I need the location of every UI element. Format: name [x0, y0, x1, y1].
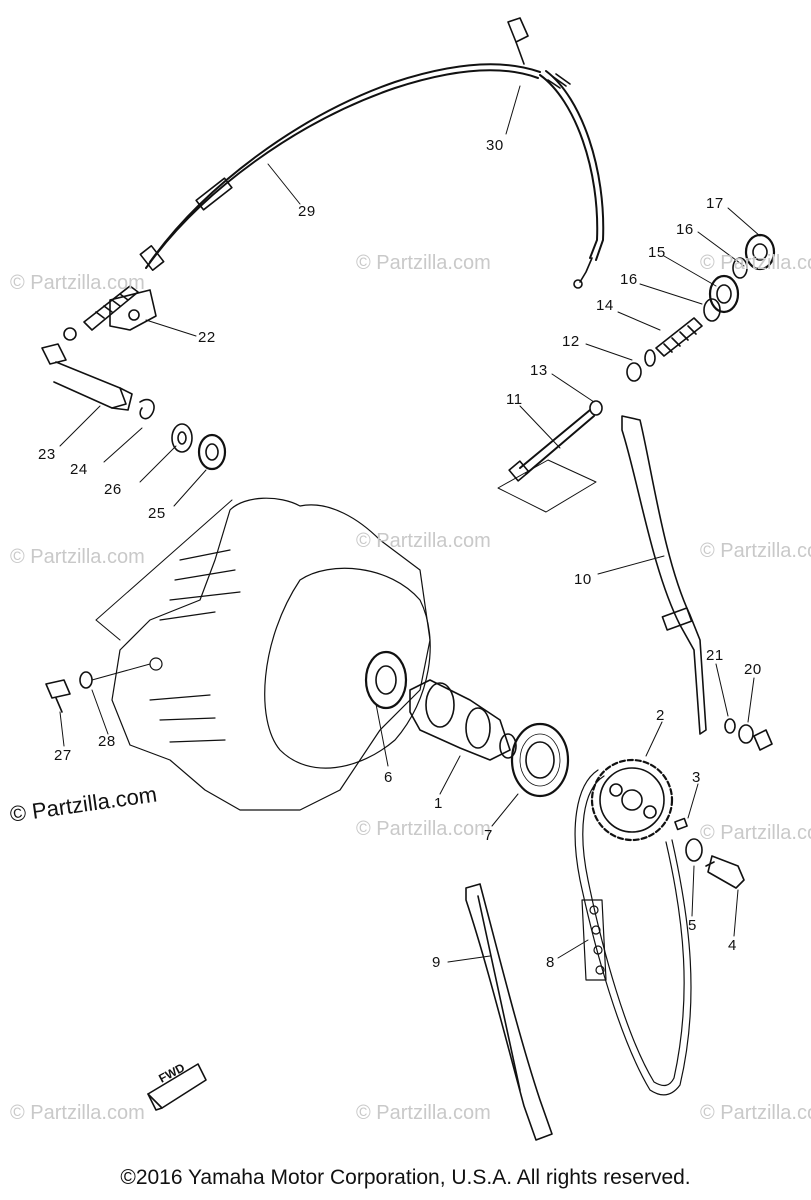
- watermark: © Partzilla.com: [10, 546, 145, 568]
- cylinder-head: [95, 497, 431, 811]
- small-fasteners: [45, 663, 773, 751]
- callout-24: 24: [70, 461, 88, 478]
- watermark: © Partzilla.com: [356, 530, 491, 552]
- callout-10: 10: [574, 571, 592, 588]
- watermark: © Partzilla.com: [356, 818, 491, 840]
- callout-3: 3: [692, 769, 701, 786]
- callout-26: 26: [104, 481, 122, 498]
- decompression-cable: [139, 17, 605, 289]
- callout-15: 15: [648, 244, 666, 261]
- watermark: © Partzilla.com: [700, 1102, 811, 1124]
- tensioner-assembly: [497, 233, 776, 513]
- decompression-lever: [41, 343, 227, 471]
- watermark: © Partzilla.com: [356, 1102, 491, 1124]
- callout-23: 23: [38, 446, 56, 463]
- callout-5: 5: [688, 917, 697, 934]
- callout-7: 7: [484, 827, 493, 844]
- watermark: © Partzilla.com: [10, 1102, 145, 1124]
- callout-8: 8: [546, 954, 555, 971]
- callout-16: 16: [620, 271, 638, 288]
- callout-17: 17: [706, 195, 724, 212]
- callout-28: 28: [98, 733, 116, 750]
- callout-16: 16: [676, 221, 694, 238]
- camshaft: [364, 650, 570, 798]
- callout-9: 9: [432, 954, 441, 971]
- callout-6: 6: [384, 769, 393, 786]
- watermark: © Partzilla.com: [700, 252, 811, 274]
- callout-1: 1: [434, 795, 443, 812]
- callout-22: 22: [198, 329, 216, 346]
- timing-chain: [574, 769, 692, 1096]
- callout-25: 25: [148, 505, 166, 522]
- callout-20: 20: [744, 661, 762, 678]
- callout-29: 29: [298, 203, 316, 220]
- leader-lines: [59, 85, 761, 963]
- cable-bracket: [63, 285, 157, 341]
- forward-arrow: [147, 1063, 207, 1111]
- callout-11: 11: [506, 391, 523, 408]
- callout-21: 21: [706, 647, 724, 664]
- watermark: © Partzilla.com: [10, 272, 145, 294]
- callout-30: 30: [486, 137, 504, 154]
- callout-2: 2: [656, 707, 665, 724]
- watermark: © Partzilla.com: [356, 252, 491, 274]
- watermark: © Partzilla.com: [700, 540, 811, 562]
- cam-sprocket: [590, 758, 745, 889]
- callout-13: 13: [530, 362, 548, 379]
- chain-guide-lower: [465, 883, 553, 1141]
- callout-4: 4: [728, 937, 737, 954]
- callout-27: 27: [54, 747, 72, 764]
- copyright-notice: ©2016 Yamaha Motor Corporation, U.S.A. A…: [120, 1166, 691, 1189]
- callout-14: 14: [596, 297, 614, 314]
- chain-guide-upper: [621, 415, 707, 735]
- callout-12: 12: [562, 333, 580, 350]
- watermark: © Partzilla.com: [700, 822, 811, 844]
